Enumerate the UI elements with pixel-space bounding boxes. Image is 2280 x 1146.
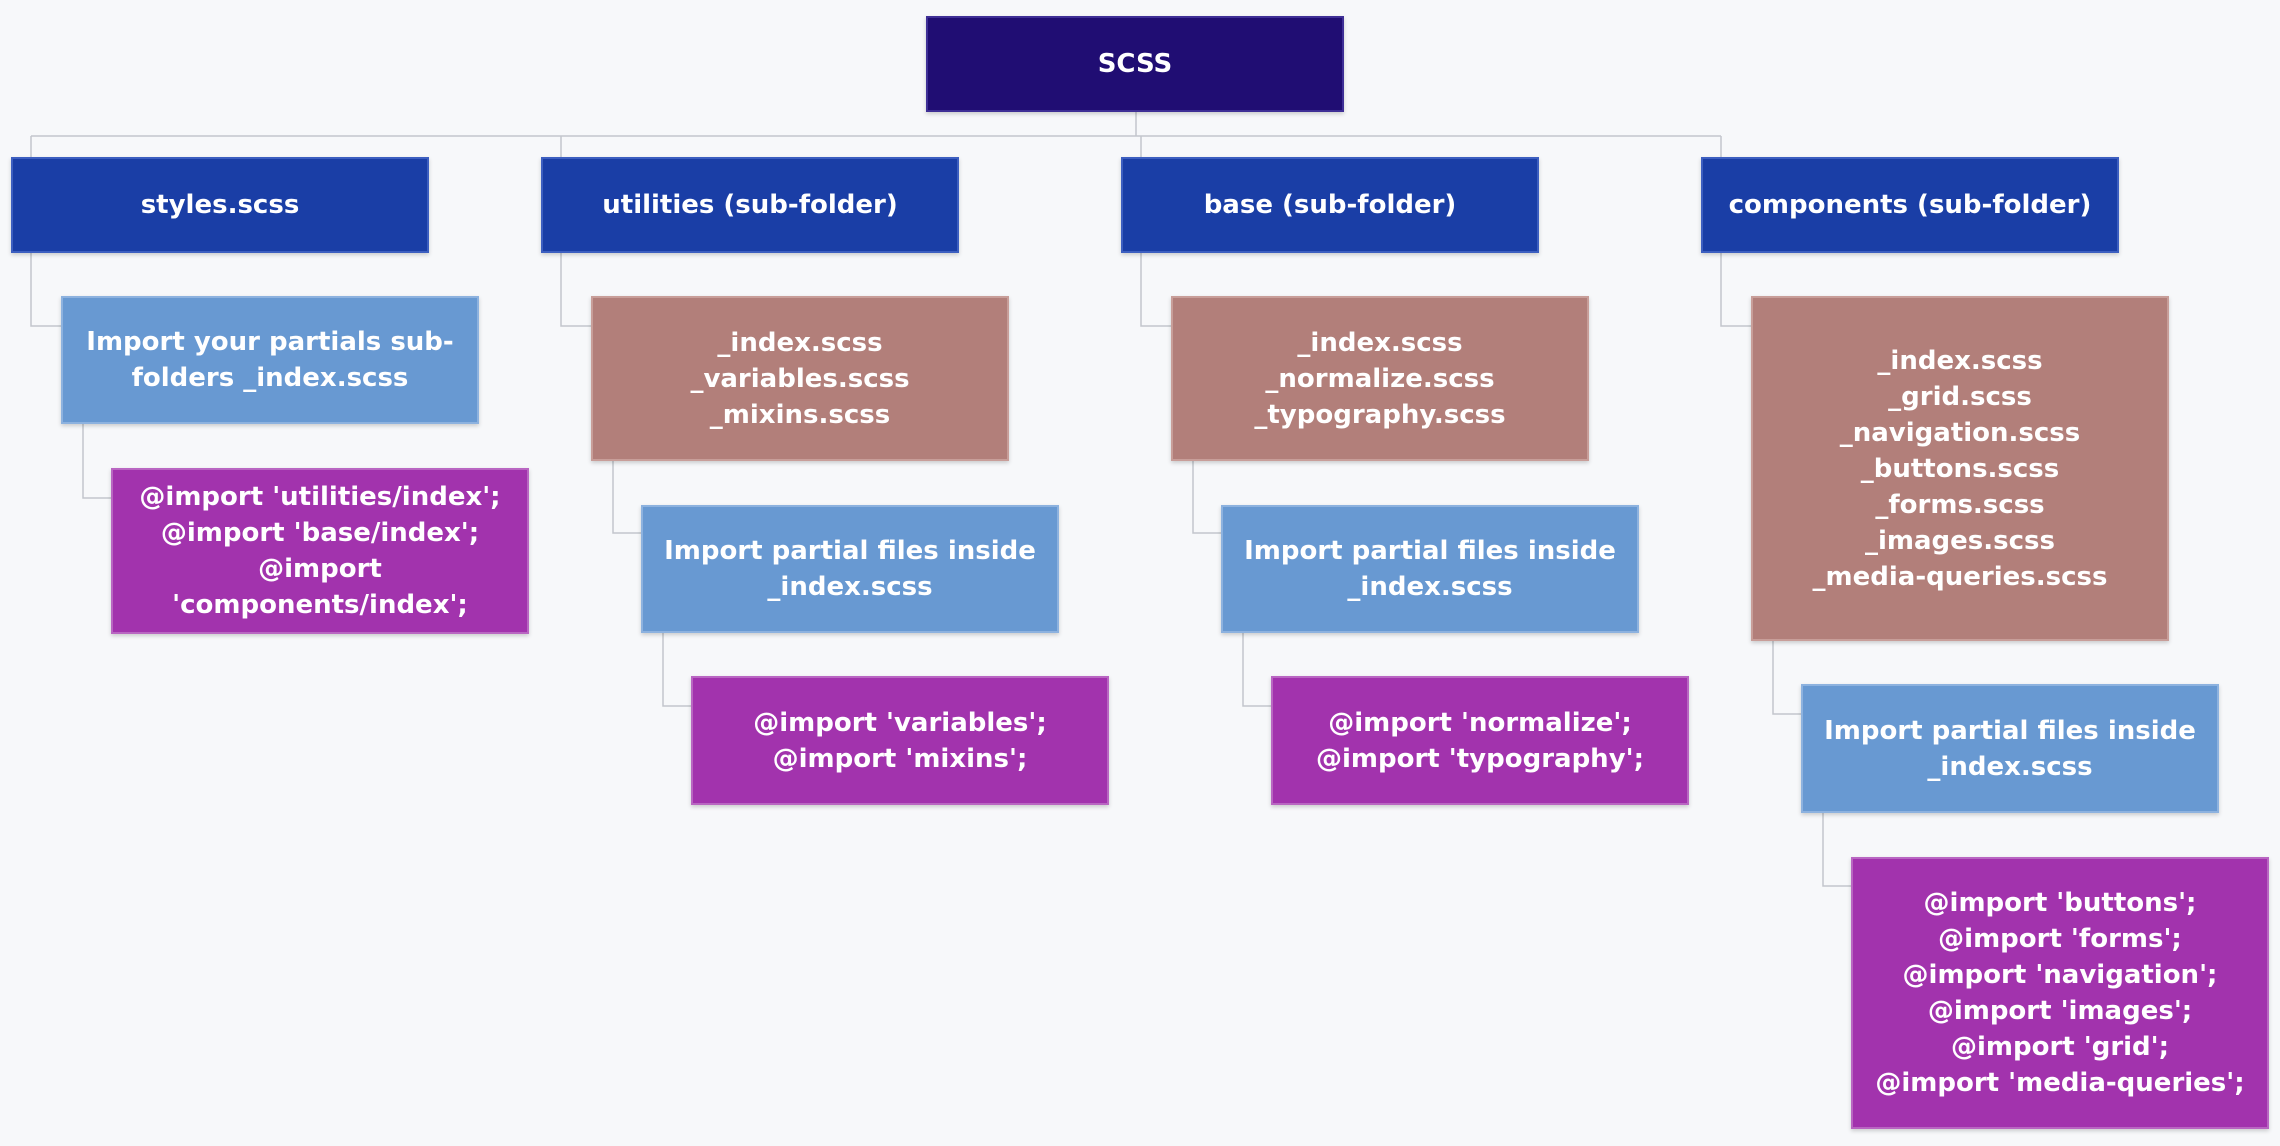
connector-styles-code — [82, 424, 111, 499]
connector-utilities-code — [662, 633, 691, 707]
note-node-base: Import partial files inside _index.scss — [1221, 505, 1639, 633]
files-node-utilities: _index.scss _variables.scss _mixins.scss — [591, 296, 1009, 461]
connector-utilities-note — [612, 461, 641, 534]
connector-base-code — [1242, 633, 1271, 707]
connector-utilities-files — [560, 253, 591, 327]
connector-styles-note — [30, 253, 61, 327]
files-node-components: _index.scss _grid.scss _navigation.scss … — [1751, 296, 2169, 641]
code-node-base: @import 'normalize'; @import 'typography… — [1271, 676, 1689, 805]
code-node-styles: @import 'utilities/index'; @import 'base… — [111, 468, 529, 634]
folder-node-components: components (sub-folder) — [1701, 157, 2119, 253]
folder-node-base: base (sub-folder) — [1121, 157, 1539, 253]
note-node-styles: Import your partials sub- folders _index… — [61, 296, 479, 424]
connector-base-files — [1140, 253, 1171, 327]
folder-node-utilities: utilities (sub-folder) — [541, 157, 959, 253]
code-node-utilities: @import 'variables'; @import 'mixins'; — [691, 676, 1109, 805]
note-node-components: Import partial files inside _index.scss — [1801, 684, 2219, 813]
note-node-utilities: Import partial files inside _index.scss — [641, 505, 1059, 633]
code-node-components: @import 'buttons'; @import 'forms'; @imp… — [1851, 857, 2269, 1129]
connector-components-files — [1720, 253, 1751, 327]
folder-node-styles: styles.scss — [11, 157, 429, 253]
connector-base-note — [1192, 461, 1221, 534]
files-node-base: _index.scss _normalize.scss _typography.… — [1171, 296, 1589, 461]
connector-components-note — [1772, 641, 1801, 715]
connector-components-code — [1822, 813, 1851, 887]
root-node: SCSS — [926, 16, 1344, 112]
